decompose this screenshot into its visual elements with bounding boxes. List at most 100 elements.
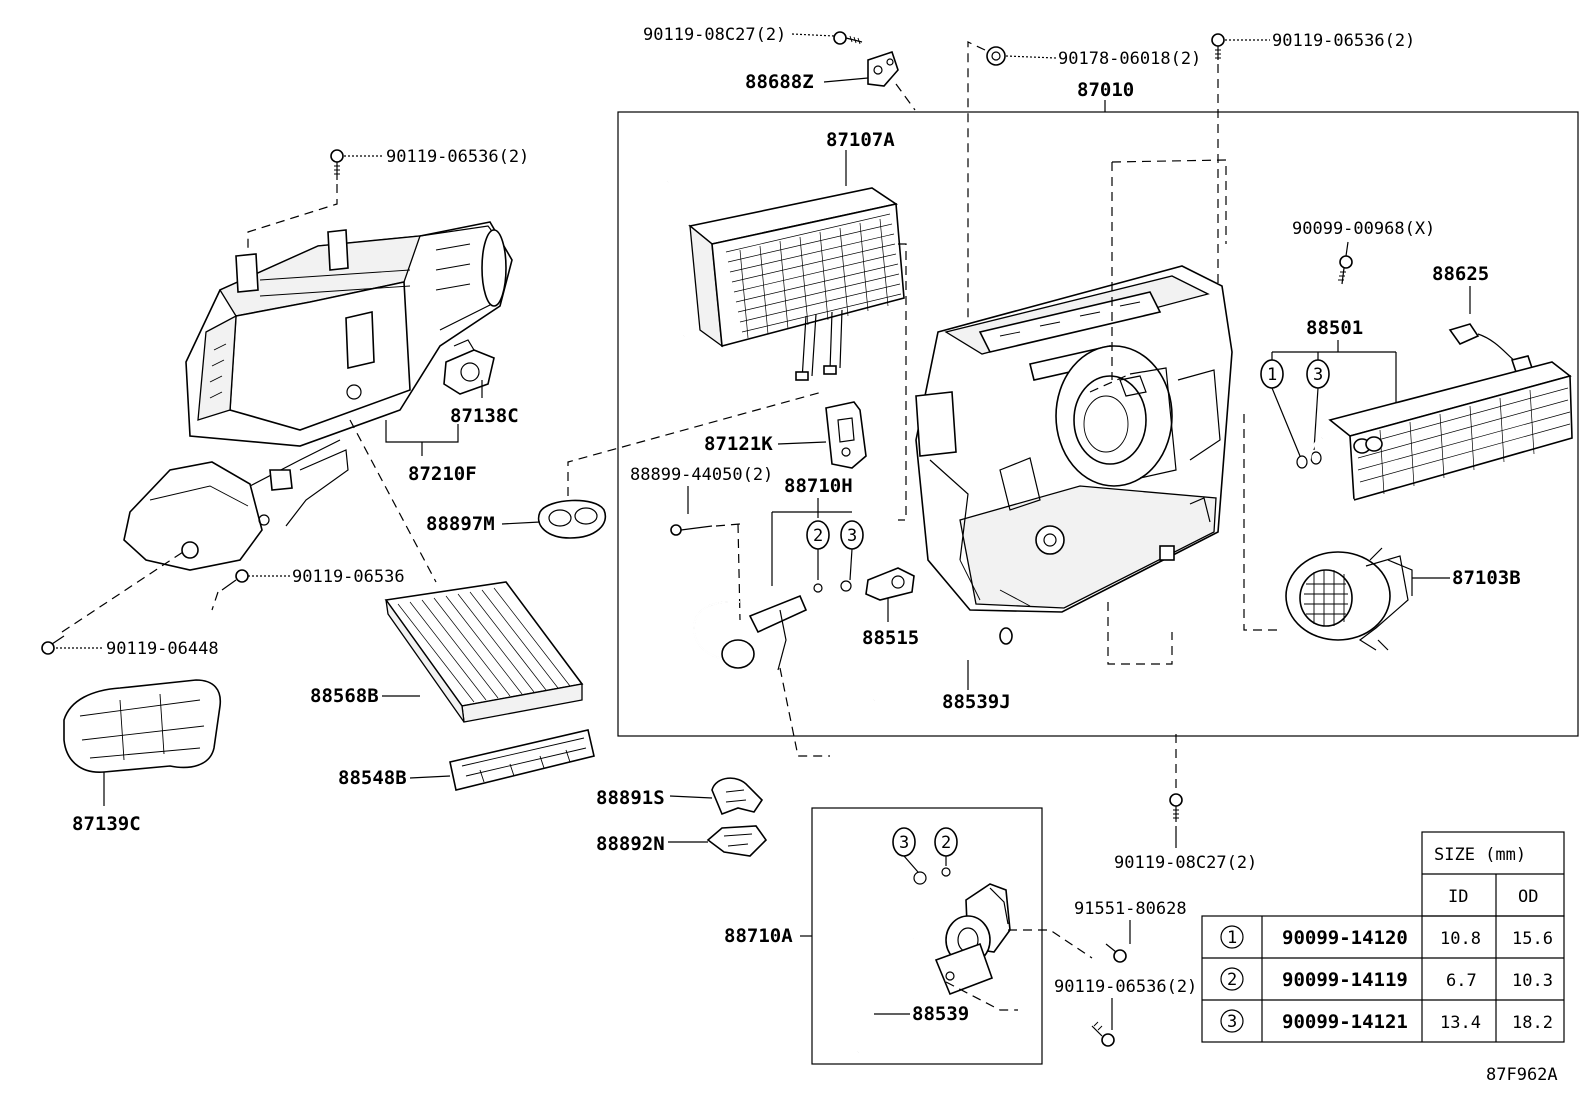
heater-unit-housing bbox=[915, 265, 1233, 613]
svg-text:3: 3 bbox=[899, 833, 909, 853]
row-id: 10.8 bbox=[1440, 929, 1481, 949]
row-mark: 3 bbox=[1227, 1012, 1237, 1032]
leader-88897m bbox=[501, 521, 541, 525]
screw-91551-80628 bbox=[1105, 943, 1127, 963]
callout-90178-06018: 90178-06018(2) bbox=[1058, 49, 1201, 69]
guide-88710h-down bbox=[779, 667, 830, 757]
callout-90099-00968: 90099-00968(X) bbox=[1292, 219, 1435, 239]
callout-90119-08c27-top: 90119-08C27(2) bbox=[643, 25, 786, 45]
o-ring-3 bbox=[840, 580, 852, 592]
row-mark: 2 bbox=[1227, 970, 1237, 990]
callout-90119-06536-mid: 90119-06536 bbox=[292, 567, 405, 587]
size-table-row: 3 90099-14121 13.4 18.2 bbox=[1220, 1009, 1553, 1033]
callout-87139c: 87139C bbox=[72, 813, 141, 835]
row-od: 15.6 bbox=[1512, 929, 1553, 949]
svg-text:1: 1 bbox=[1267, 365, 1277, 385]
callout-88568b: 88568B bbox=[310, 685, 379, 707]
guide-87107a bbox=[898, 243, 907, 521]
callout-88897m: 88897M bbox=[426, 513, 495, 535]
guide-upper-right bbox=[1111, 159, 1227, 244]
callout-90119-08c27-bottom: 90119-08C27(2) bbox=[1114, 853, 1257, 873]
clip-88515 bbox=[865, 567, 915, 601]
guide-screw-06448 bbox=[61, 549, 187, 633]
callout-88892n: 88892N bbox=[596, 833, 665, 855]
expansion-valve-88710a bbox=[934, 883, 1011, 996]
o-ring-2c bbox=[941, 867, 951, 877]
o-ring-2 bbox=[813, 583, 823, 593]
leader-90178-06018 bbox=[1005, 55, 1057, 59]
svg-text:3: 3 bbox=[847, 526, 857, 546]
sensor-88625 bbox=[1448, 323, 1534, 373]
guide-left-bolt bbox=[247, 184, 338, 250]
bracket-88501 bbox=[1271, 340, 1397, 420]
callout-88539j: 88539J bbox=[942, 691, 1011, 713]
hose-88539j bbox=[872, 627, 1013, 701]
blower-motor-87103b bbox=[1285, 547, 1413, 651]
callout-88710a: 88710A bbox=[724, 925, 793, 947]
marker-2-88710h: 2 bbox=[806, 520, 830, 550]
guide-bolt-88899 bbox=[737, 523, 741, 621]
row-part: 90099-14119 bbox=[1282, 969, 1408, 991]
callout-88515: 88515 bbox=[862, 627, 919, 649]
row-od: 18.2 bbox=[1512, 1013, 1553, 1033]
bracket-87210f bbox=[385, 420, 459, 443]
svg-text:2: 2 bbox=[941, 833, 951, 853]
callout-88539: 88539 bbox=[912, 1003, 969, 1025]
size-table-row: 2 90099-14119 6.7 10.3 bbox=[1220, 967, 1553, 991]
callout-90119-06536-bottom: 90119-06536(2) bbox=[1054, 977, 1197, 997]
marker-3-88501: 3 bbox=[1306, 359, 1330, 389]
leader-88548b bbox=[409, 775, 451, 779]
callout-88625: 88625 bbox=[1432, 263, 1489, 285]
bracket-88688z bbox=[867, 50, 899, 87]
guide-88688z bbox=[895, 83, 916, 111]
pipe-88539 bbox=[856, 934, 915, 1053]
blower-case-87210f bbox=[123, 221, 513, 571]
leader-90119-08c27-top bbox=[791, 33, 835, 37]
callout-88548b: 88548B bbox=[338, 767, 407, 789]
leader-88891s bbox=[669, 795, 713, 799]
clip-88891s bbox=[711, 777, 764, 816]
screw-90099-00968 bbox=[1338, 255, 1353, 285]
o-ring-1 bbox=[1296, 455, 1308, 469]
servo-87138c bbox=[443, 339, 495, 395]
size-table: SIZE (mm) ID OD 1 90099-14120 10.8 15.6 … bbox=[1201, 831, 1565, 1043]
guide-88710a-bolt bbox=[945, 981, 1018, 1011]
svg-text:3: 3 bbox=[1313, 365, 1323, 385]
guide-88710a-screw bbox=[1008, 929, 1093, 959]
clip-88892n bbox=[706, 825, 768, 857]
callout-87138c: 87138C bbox=[450, 405, 519, 427]
bolt-90119-08c27-bottom bbox=[1169, 793, 1183, 822]
callout-87010: 87010 bbox=[1077, 79, 1134, 101]
bracket-88710h bbox=[771, 498, 852, 586]
row-part: 90099-14120 bbox=[1282, 927, 1408, 949]
guide-90178-06018 bbox=[967, 41, 986, 340]
o-ring-3c bbox=[913, 871, 927, 885]
row-part: 90099-14121 bbox=[1282, 1011, 1408, 1033]
guide-bottom-center bbox=[1107, 602, 1173, 665]
bolt-90119-06536-left bbox=[330, 149, 344, 180]
assembly-87010-frame bbox=[617, 111, 1579, 737]
callout-88688z: 88688Z bbox=[745, 71, 814, 93]
row-id: 13.4 bbox=[1440, 1013, 1481, 1033]
marker-3-88710a: 3 bbox=[892, 827, 916, 857]
guide-screw-mid bbox=[211, 591, 219, 611]
row-mark: 1 bbox=[1227, 928, 1237, 948]
seal-88897m bbox=[537, 499, 607, 539]
guide-blower-mount bbox=[1089, 373, 1131, 393]
callout-87107a: 87107A bbox=[826, 129, 895, 151]
bolt-90119-08c27-top bbox=[833, 31, 863, 45]
callout-87121k: 87121K bbox=[704, 433, 773, 455]
evaporator-87107a bbox=[647, 166, 905, 381]
callout-90119-06536-left: 90119-06536(2) bbox=[386, 147, 529, 167]
row-od: 10.3 bbox=[1512, 971, 1553, 991]
duct-87139c bbox=[63, 679, 222, 773]
cover-88548b bbox=[449, 729, 595, 791]
size-table-row: 1 90099-14120 10.8 15.6 bbox=[1220, 925, 1553, 949]
callout-88710h: 88710H bbox=[784, 475, 853, 497]
callout-87103b: 87103B bbox=[1452, 567, 1521, 589]
callout-90119-06448: 90119-06448 bbox=[106, 639, 219, 659]
o-ring-3b bbox=[1310, 451, 1322, 465]
bolt-88899-44050 bbox=[670, 523, 741, 536]
screw-90119-06536-mid bbox=[221, 569, 249, 591]
